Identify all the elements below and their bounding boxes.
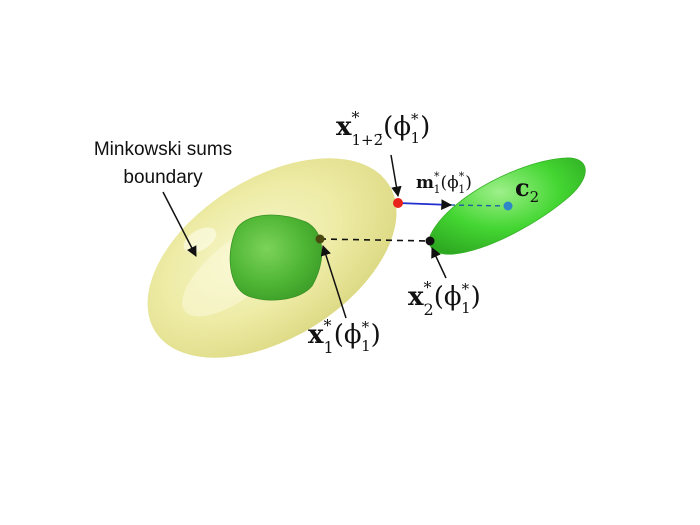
- dashed-link-x1-x2: [319, 238, 431, 242]
- point-x1: [315, 234, 325, 244]
- point-x2: [425, 236, 435, 246]
- point-x-sum: [393, 198, 403, 208]
- annotation-line1: Minkowski sums: [94, 139, 232, 160]
- arrow-x1: [320, 244, 347, 319]
- point-c2: [503, 201, 513, 211]
- label-x2: x*2(ϕ*1): [408, 278, 481, 319]
- arrow-annotation: [162, 191, 197, 257]
- dashed-link-m1-c2: [449, 204, 509, 207]
- inner-ellipsoid: [229, 214, 323, 301]
- label-c2: c2: [515, 173, 539, 206]
- annotation-line2: boundary: [123, 167, 203, 188]
- vector-m1: [397, 199, 453, 211]
- label-x1: x*1(ϕ*1): [308, 316, 381, 357]
- arrow-x-sum: [390, 154, 402, 198]
- label-x-sum: x*1+2̄(ϕ*1): [336, 108, 430, 149]
- label-m1: m*1(ϕ*1): [416, 170, 472, 196]
- arrow-x2: [431, 247, 447, 279]
